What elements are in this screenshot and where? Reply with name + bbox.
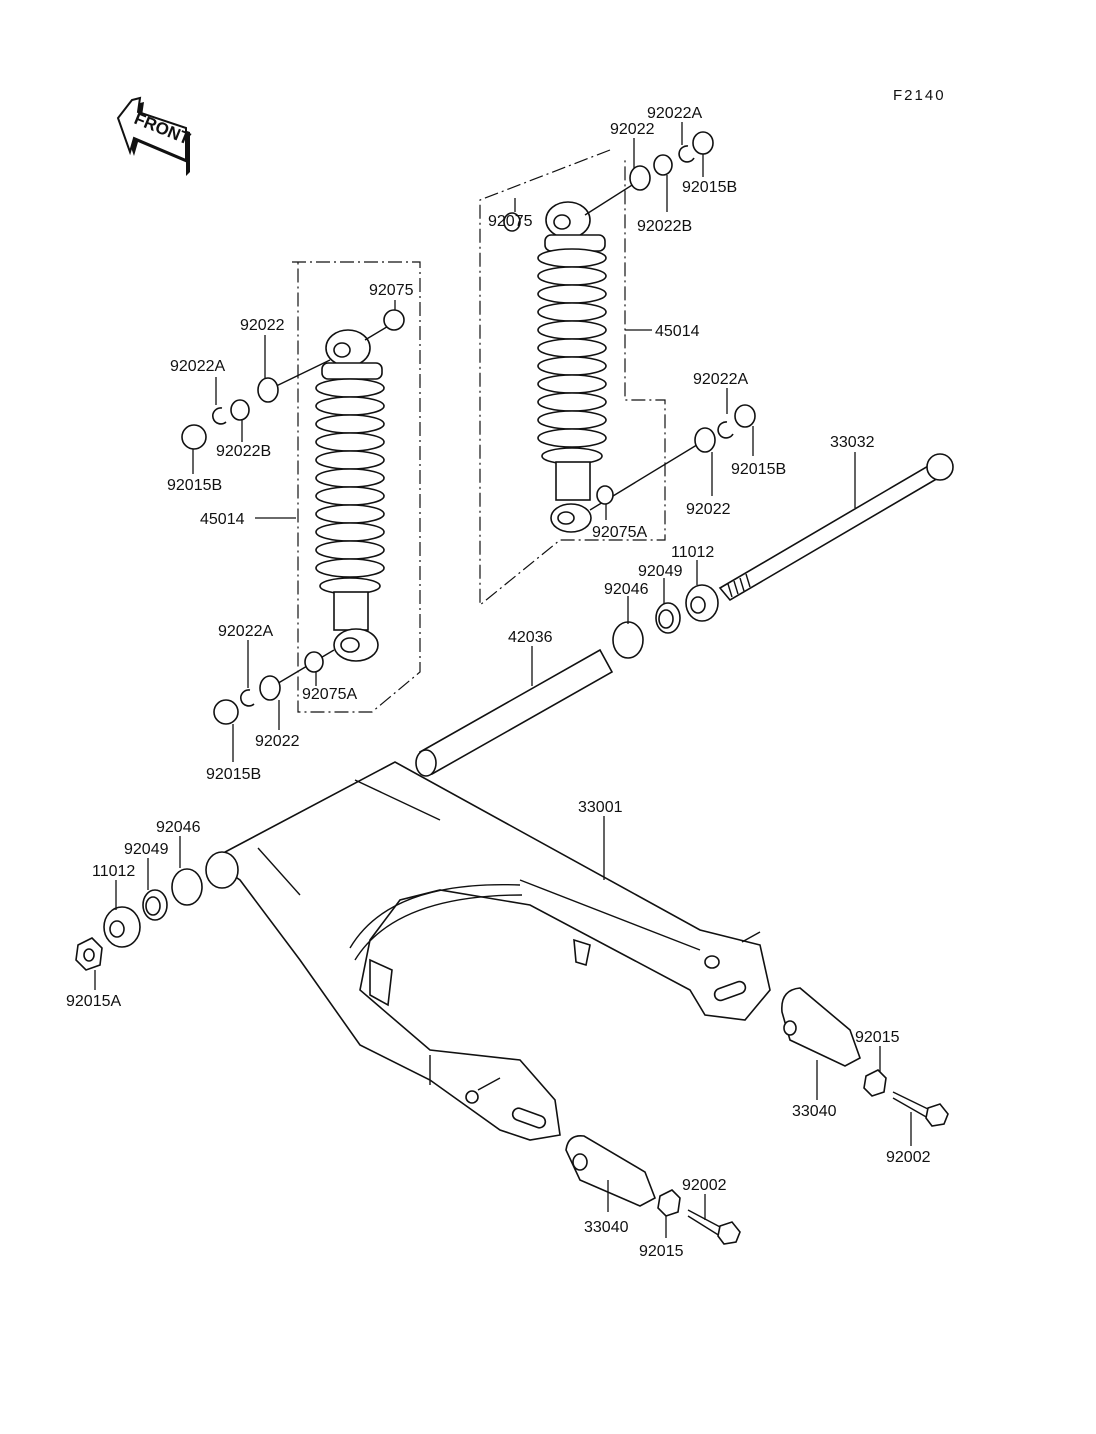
callout-92022B: 92022B: [216, 443, 271, 460]
callout-92022B: 92022B: [637, 218, 692, 235]
bearing-92046-right: [612, 621, 644, 659]
chain-adjuster-33040-right: [781, 987, 861, 1067]
cap-nut-92015B-left: [181, 424, 207, 450]
callout-45014: 45014: [200, 511, 245, 528]
nut-92015-left: [657, 1189, 681, 1217]
sleeve-42036: [415, 648, 614, 777]
callout-33040: 33040: [792, 1103, 837, 1120]
washer-92022-left-bottom: [259, 675, 281, 701]
bushing-92075-top: [503, 212, 521, 232]
washer-92022B-top: [653, 154, 673, 176]
callout-92002: 92002: [682, 1177, 727, 1194]
chain-adjuster-33040-left: [565, 1134, 657, 1207]
right-shock-absorber: [479, 149, 666, 607]
cap-nut-92015B-left-bottom: [213, 699, 239, 725]
bolt-92002-right: [892, 1091, 949, 1127]
callout-92022: 92022: [255, 733, 300, 750]
callout-92015: 92015: [639, 1243, 684, 1260]
bearing-92046-left: [171, 868, 203, 906]
callout-92002: 92002: [886, 1149, 931, 1166]
washer-92022-top: [629, 165, 651, 191]
callout-92015A: 92015A: [66, 993, 121, 1010]
callout-92022: 92022: [610, 121, 655, 138]
cap-nut-92015B-top: [692, 131, 714, 155]
callout-92022A: 92022A: [647, 105, 702, 122]
bolt-92002-left: [687, 1209, 741, 1245]
callout-92075A: 92075A: [302, 686, 357, 703]
callout-92022: 92022: [686, 501, 731, 518]
washer-92022B-left: [230, 399, 250, 421]
callout-42036: 42036: [508, 629, 553, 646]
right-shock-spring: [537, 248, 607, 465]
callout-92046: 92046: [604, 581, 649, 598]
callout-45014: 45014: [655, 323, 700, 340]
callout-92075A: 92075A: [592, 524, 647, 541]
circlip-92022A-left: [212, 407, 227, 425]
callout-92075: 92075: [369, 282, 414, 299]
washer-92022-left: [257, 377, 279, 403]
circlip-92022A-top: [678, 145, 695, 163]
callout-92046: 92046: [156, 819, 201, 836]
left-shock-absorber: [292, 261, 421, 713]
callout-92022: 92022: [240, 317, 285, 334]
callout-92015B: 92015B: [167, 477, 222, 494]
callout-92015: 92015: [855, 1029, 900, 1046]
callout-92022A: 92022A: [693, 371, 748, 388]
bushing-92075-left: [383, 309, 405, 331]
circlip-92022A-right: [717, 421, 734, 439]
callout-11012: 11012: [671, 544, 714, 561]
washer-92022-right: [694, 427, 716, 453]
callout-92015B: 92015B: [206, 766, 261, 783]
callout-92022A: 92022A: [218, 623, 273, 640]
bushing-92075A-right: [596, 485, 614, 505]
nut-92015-right: [863, 1069, 887, 1097]
callout-33032: 33032: [830, 434, 875, 451]
bushing-92075A-left: [304, 651, 324, 673]
swingarm-33001: [205, 761, 771, 1141]
callout-33001: 33001: [578, 799, 623, 816]
left-shock-spring: [315, 378, 385, 595]
pivot-shaft-33032: [718, 453, 954, 602]
callout-33040: 33040: [584, 1219, 629, 1236]
callout-92022A: 92022A: [170, 358, 225, 375]
front-direction-arrow-icon: FRONT: [116, 96, 193, 176]
callout-92049: 92049: [638, 563, 683, 580]
circlip-92022A-left-bottom: [240, 689, 255, 707]
cap-nut-92015B-right: [734, 404, 756, 428]
callout-92075: 92075: [488, 213, 533, 230]
diagram-code: F2140: [893, 87, 946, 104]
callout-92049: 92049: [124, 841, 169, 858]
callout-92015B: 92015B: [682, 179, 737, 196]
callout-11012: 11012: [92, 863, 135, 880]
callout-92015B: 92015B: [731, 461, 786, 478]
